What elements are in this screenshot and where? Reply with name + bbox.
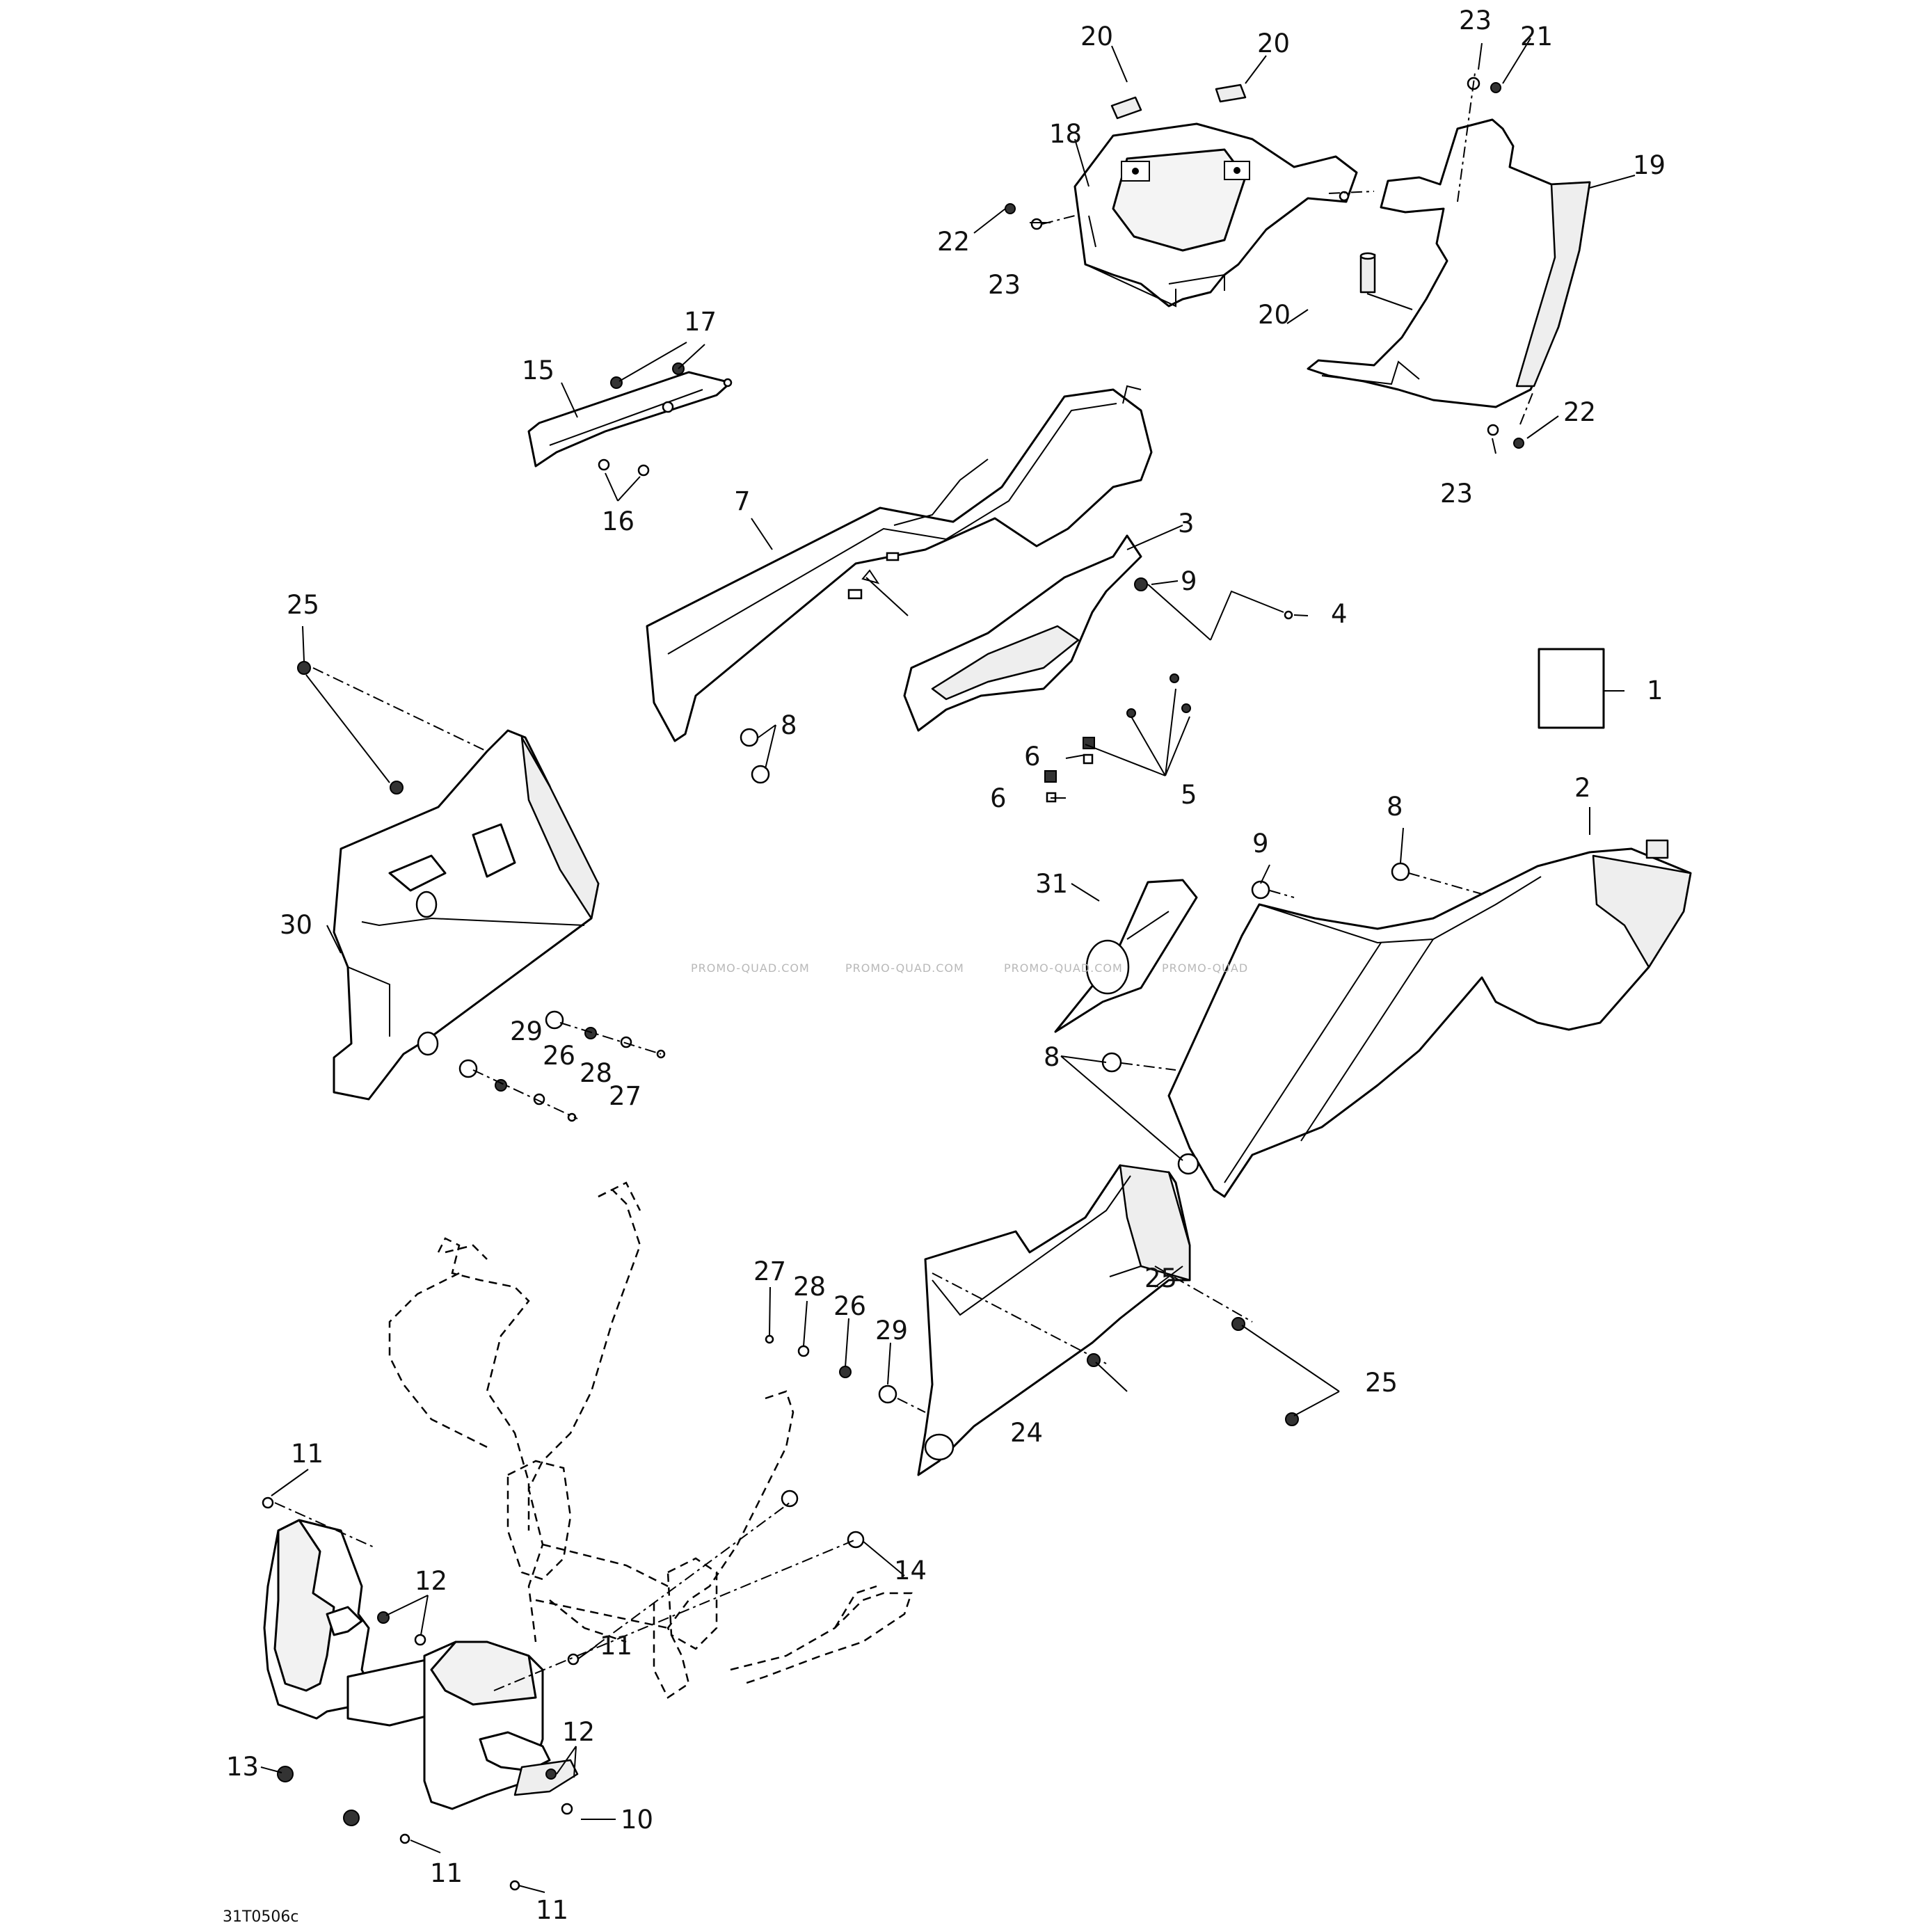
callout-12: 12 xyxy=(415,1566,447,1596)
watermark-text: PROMO-QUAD.COM xyxy=(691,961,810,975)
fasteners-10 xyxy=(262,1490,865,1891)
callout-23: 23 xyxy=(1440,479,1473,509)
watermark-text: PROMO-QUAD.COM xyxy=(1004,961,1123,975)
fasteners-mid-upper xyxy=(740,577,1293,803)
callout-22: 22 xyxy=(1563,397,1596,427)
part-31-bracket xyxy=(1054,879,1198,1033)
callout-11: 11 xyxy=(430,1858,463,1888)
part-20-spacer-b xyxy=(1215,83,1247,103)
fasteners-30 xyxy=(458,1010,666,1122)
callout-26: 26 xyxy=(833,1291,866,1321)
part-3-panel xyxy=(861,534,1142,732)
part-18-panel xyxy=(1073,122,1358,308)
callout-1: 1 xyxy=(1647,676,1663,705)
leader-lines xyxy=(260,38,1636,1893)
callout-20: 20 xyxy=(1080,22,1113,51)
callout-8: 8 xyxy=(1387,792,1403,822)
callout-27: 27 xyxy=(609,1081,641,1111)
callout-19: 19 xyxy=(1633,150,1666,180)
callout-11: 11 xyxy=(600,1631,632,1661)
callout-18: 18 xyxy=(1049,119,1082,149)
callout-7: 7 xyxy=(734,486,751,516)
part-1-label-box xyxy=(1538,648,1605,729)
callout-23: 23 xyxy=(1459,6,1492,35)
part-7-panel xyxy=(646,385,1153,742)
callout-31: 31 xyxy=(1035,869,1068,899)
part-19-panel xyxy=(1307,118,1591,408)
callout-2: 2 xyxy=(1574,773,1591,803)
callout-27: 27 xyxy=(753,1256,786,1286)
callout-25: 25 xyxy=(1144,1263,1177,1293)
callout-24: 24 xyxy=(1010,1418,1043,1448)
callout-12: 12 xyxy=(562,1717,595,1747)
callout-20: 20 xyxy=(1258,300,1291,330)
callout-29: 29 xyxy=(875,1316,908,1346)
callout-9: 9 xyxy=(1252,829,1269,859)
drawing-code: 31T0506c xyxy=(223,1908,299,1926)
callout-3: 3 xyxy=(1178,509,1195,538)
part-30-bracket xyxy=(297,661,600,1101)
frame-dashed xyxy=(388,1181,913,1699)
callout-4: 4 xyxy=(1331,599,1348,629)
callout-20: 20 xyxy=(1257,29,1290,58)
callout-13: 13 xyxy=(226,1752,259,1782)
watermark: PROMO-QUAD.COM PROMO-QUAD.COM PROMO-QUAD… xyxy=(691,961,1248,975)
watermark-text: PROMO-QUAD xyxy=(1162,961,1248,975)
callout-17: 17 xyxy=(684,307,717,337)
callout-22: 22 xyxy=(937,227,970,257)
callout-10: 10 xyxy=(621,1805,653,1835)
part-2-panel xyxy=(1167,839,1692,1198)
callout-23: 23 xyxy=(988,270,1021,300)
part-20-spacer-c xyxy=(1359,252,1376,294)
callout-30: 30 xyxy=(280,910,312,940)
callout-25: 25 xyxy=(1365,1368,1398,1398)
part-20-spacer-a xyxy=(1110,96,1142,120)
callout-28: 28 xyxy=(580,1058,612,1088)
callout-26: 26 xyxy=(543,1041,575,1071)
callout-21: 21 xyxy=(1520,22,1553,51)
fasteners-24 xyxy=(765,1317,1299,1426)
callout-8: 8 xyxy=(1044,1042,1060,1072)
callout-11: 11 xyxy=(536,1895,568,1925)
callout-6: 6 xyxy=(1024,742,1041,772)
fasteners-upper xyxy=(1005,72,1535,449)
callout-29: 29 xyxy=(510,1016,543,1046)
callout-14: 14 xyxy=(894,1556,927,1586)
callout-labels: 20 20 23 21 18 19 22 23 20 22 23 17 15 1… xyxy=(223,6,1666,1926)
part-15-bracket xyxy=(527,362,733,477)
callout-28: 28 xyxy=(793,1272,826,1302)
callout-11: 11 xyxy=(291,1439,324,1469)
callout-9: 9 xyxy=(1181,566,1197,596)
part-10-guard xyxy=(263,1519,579,1810)
callout-5: 5 xyxy=(1181,780,1197,810)
fasteners-2 xyxy=(1101,862,1483,1175)
callout-25: 25 xyxy=(287,590,319,620)
callout-15: 15 xyxy=(522,356,554,385)
callout-8: 8 xyxy=(781,710,797,740)
callout-16: 16 xyxy=(602,506,634,536)
part-24-panel xyxy=(917,1164,1253,1476)
watermark-text: PROMO-QUAD.COM xyxy=(845,961,964,975)
callout-6: 6 xyxy=(990,783,1007,813)
